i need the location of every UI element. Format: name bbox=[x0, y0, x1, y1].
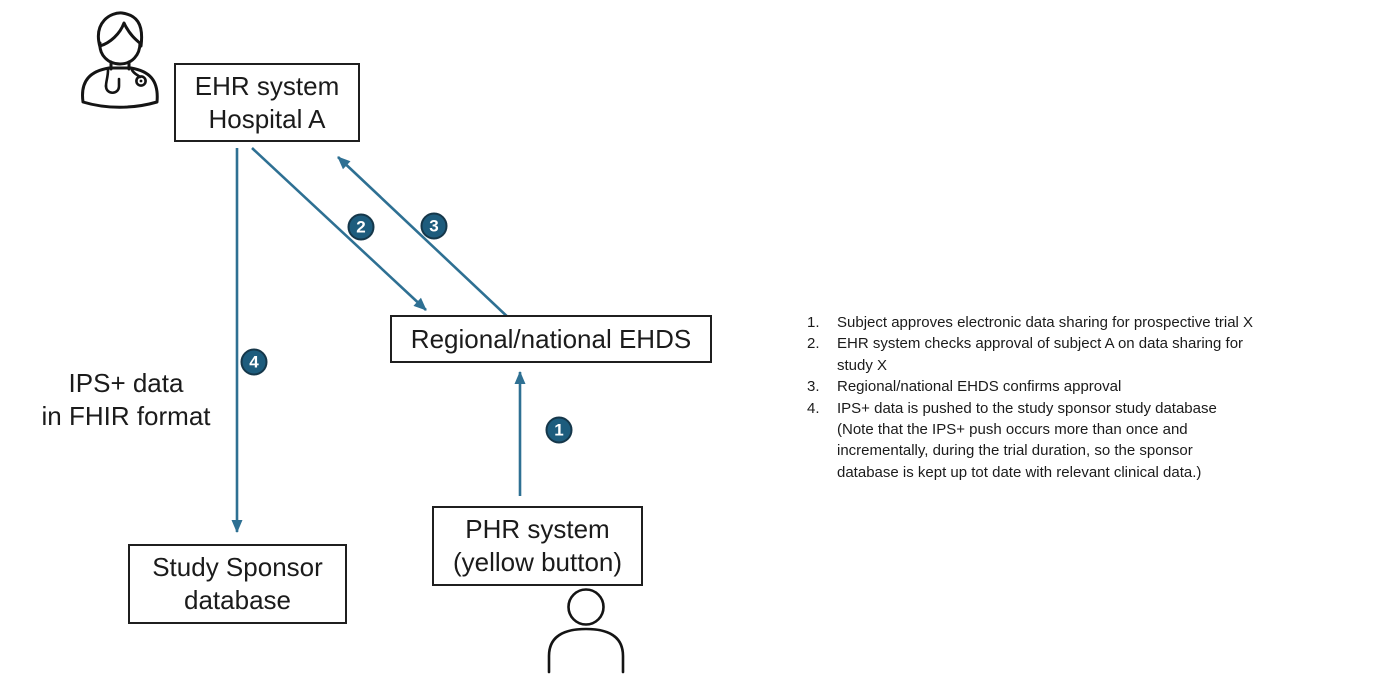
flow-label-ips-fhir: IPS+ data in FHIR format bbox=[41, 368, 211, 431]
node-label: EHR system Hospital A bbox=[194, 70, 340, 134]
step-badge-2: 2 bbox=[347, 213, 375, 241]
patient-person-icon bbox=[547, 588, 625, 674]
node-ehr-system-hospital-a: EHR system Hospital A bbox=[174, 63, 360, 142]
legend-item-number: 3. bbox=[807, 378, 820, 396]
legend-item-number: 4. bbox=[807, 399, 820, 417]
node-phr-system: PHR system (yellow button) bbox=[432, 506, 643, 586]
node-label: PHR system (yellow button) bbox=[452, 514, 623, 577]
arrow-step-2-ehr-to-ehds bbox=[251, 147, 427, 311]
node-regional-national-ehds: Regional/national EHDS bbox=[390, 315, 712, 363]
legend-item: 3. Regional/national EHDS confirms appro… bbox=[807, 376, 1327, 397]
legend-item: 1. Subject approves electronic data shar… bbox=[807, 312, 1327, 333]
legend-item-text: Regional/national EHDS confirms approval bbox=[837, 378, 1122, 396]
legend-item: 2. EHR system checks approval of subject… bbox=[807, 333, 1327, 376]
node-label: Study Sponsor database bbox=[152, 552, 323, 615]
step-badge-1: 1 bbox=[545, 416, 573, 444]
legend-item-text: IPS+ data is pushed to the study sponsor… bbox=[837, 399, 1217, 481]
steps-legend-list: 1. Subject approves electronic data shar… bbox=[807, 312, 1327, 483]
legend-item-number: 1. bbox=[807, 314, 820, 331]
legend-item-number: 2. bbox=[807, 335, 820, 353]
legend-item: 4. IPS+ data is pushed to the study spon… bbox=[807, 398, 1327, 484]
legend-item-text: Subject approves electronic data sharing… bbox=[837, 314, 1254, 331]
clinician-doctor-icon bbox=[81, 11, 159, 109]
legend-item-text: EHR system checks approval of subject A … bbox=[837, 335, 1244, 374]
node-study-sponsor-database: Study Sponsor database bbox=[128, 544, 347, 624]
step-badge-4: 4 bbox=[240, 348, 268, 376]
arrow-step-3-ehds-to-ehr bbox=[337, 156, 513, 322]
node-label: Regional/national EHDS bbox=[410, 323, 692, 354]
step-badge-3: 3 bbox=[420, 212, 448, 240]
